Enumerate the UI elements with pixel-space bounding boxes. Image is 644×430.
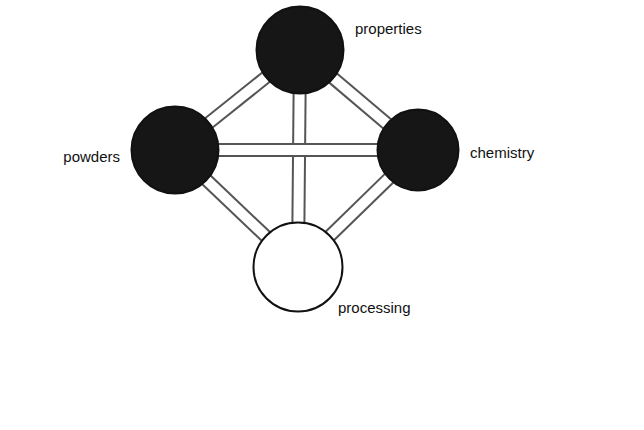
connector-stroke <box>330 178 390 236</box>
connector-stroke <box>330 178 390 236</box>
circle-shape <box>257 7 344 94</box>
connector-stroke <box>333 78 388 124</box>
circle-shape <box>132 107 219 194</box>
circle-shape <box>378 110 459 191</box>
connector-bar <box>330 178 390 236</box>
connector-stroke <box>298 93 299 223</box>
connector-stroke <box>298 93 299 223</box>
concept-circle: properties <box>255 5 345 95</box>
connector-bar <box>333 78 388 124</box>
circle-outline <box>376 108 460 192</box>
circle-shape <box>254 223 343 312</box>
node-label: processing <box>338 299 411 316</box>
circle-outline <box>255 5 345 95</box>
node-label: properties <box>355 20 422 37</box>
node-label: chemistry <box>470 144 534 161</box>
connector-bar <box>218 150 378 151</box>
connector-stroke <box>206 180 266 237</box>
node-label: powders <box>63 148 120 165</box>
circle-outline <box>252 221 344 313</box>
concept-circle: chemistry <box>376 108 460 192</box>
connector-stroke <box>218 145 378 155</box>
circle-outline <box>130 105 220 195</box>
connector-stroke <box>209 77 267 123</box>
connector-bar <box>209 77 267 123</box>
connector-stroke <box>218 143 378 157</box>
connector-stroke <box>209 77 267 123</box>
connector-stroke <box>333 78 388 124</box>
concept-circle: processing <box>252 221 344 313</box>
connector-stroke <box>206 180 266 237</box>
concept-circle: powders <box>130 105 220 195</box>
connector-bar <box>206 180 266 237</box>
connector-bar <box>298 93 299 223</box>
